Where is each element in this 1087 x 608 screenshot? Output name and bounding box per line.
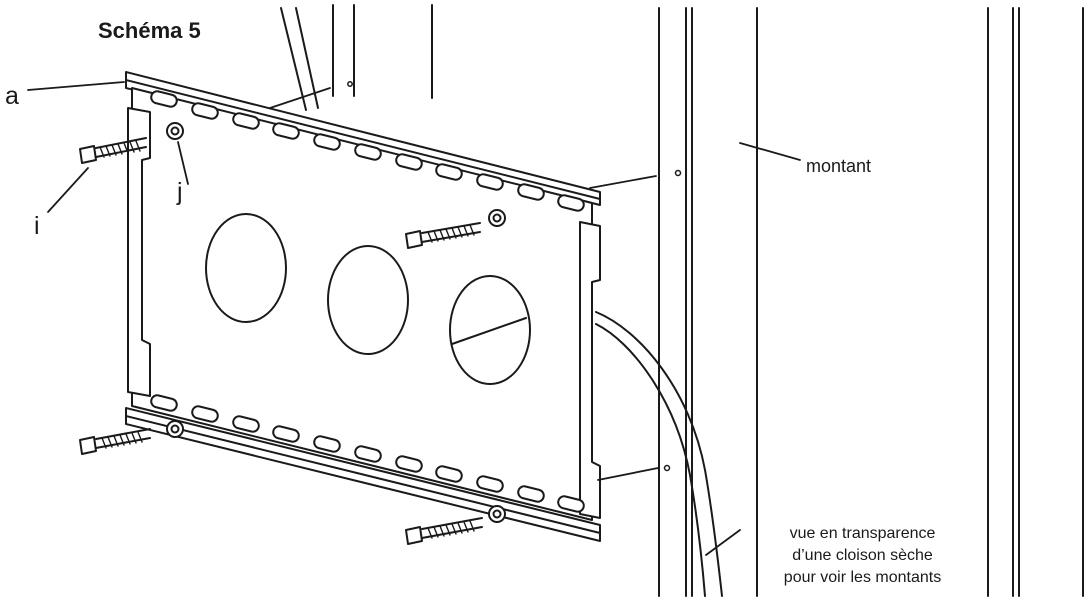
washers [166, 122, 506, 523]
note-line-3: pour voir les montants [783, 569, 942, 586]
mounting-plate [125, 71, 601, 542]
label-j: j [177, 178, 183, 206]
leader-lines [27, 81, 801, 556]
drywall-transparency-note: vue en transparence d’une cloison sèche … [740, 523, 985, 589]
note-line-2: d’une cloison sèche [792, 547, 933, 564]
plate-holes [205, 213, 531, 385]
top-slots [150, 90, 585, 212]
label-montant: montant [806, 156, 872, 176]
note-line-1: vue en transparence [789, 525, 936, 542]
bottom-slots [150, 394, 585, 513]
screws [79, 137, 483, 545]
label-a: a [5, 82, 19, 110]
label-i: i [34, 212, 40, 240]
figure-title: Schéma 5 [98, 18, 201, 43]
